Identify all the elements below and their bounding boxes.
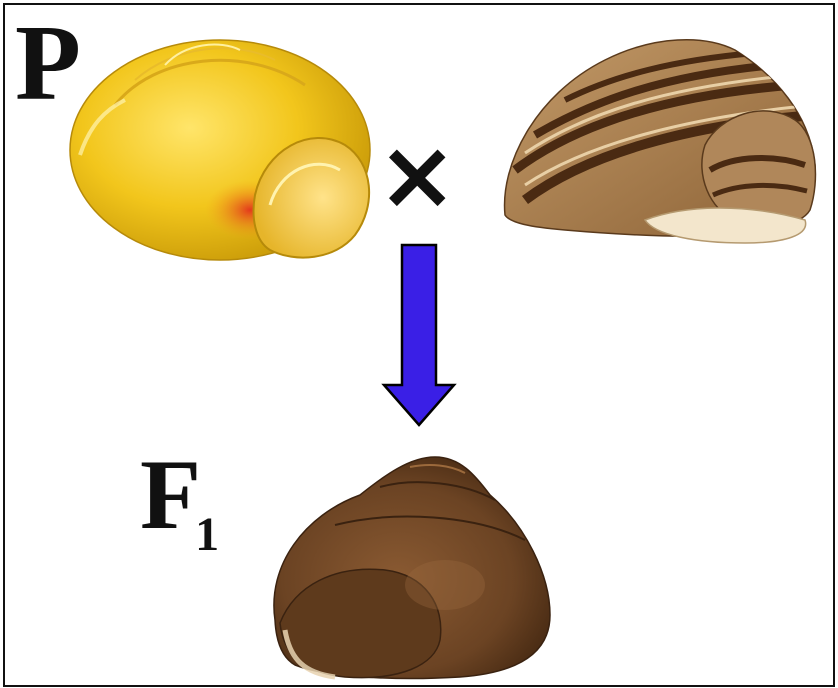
brown-snail-shell-icon: [273, 456, 551, 680]
offspring-generation-label: F1: [140, 445, 219, 585]
cross-symbol: ×: [377, 119, 458, 231]
offspring-label-subscript: 1: [195, 508, 220, 561]
down-arrow-icon: [381, 243, 457, 427]
offspring-label-letter: F: [140, 439, 202, 550]
diagram-frame: P × F1: [3, 3, 835, 687]
yellow-snail-shell-icon: [69, 39, 371, 261]
banded-snail-shell-icon: [503, 39, 817, 244]
diagram-artwork: [69, 39, 817, 680]
parent-generation-label: P: [15, 4, 81, 123]
